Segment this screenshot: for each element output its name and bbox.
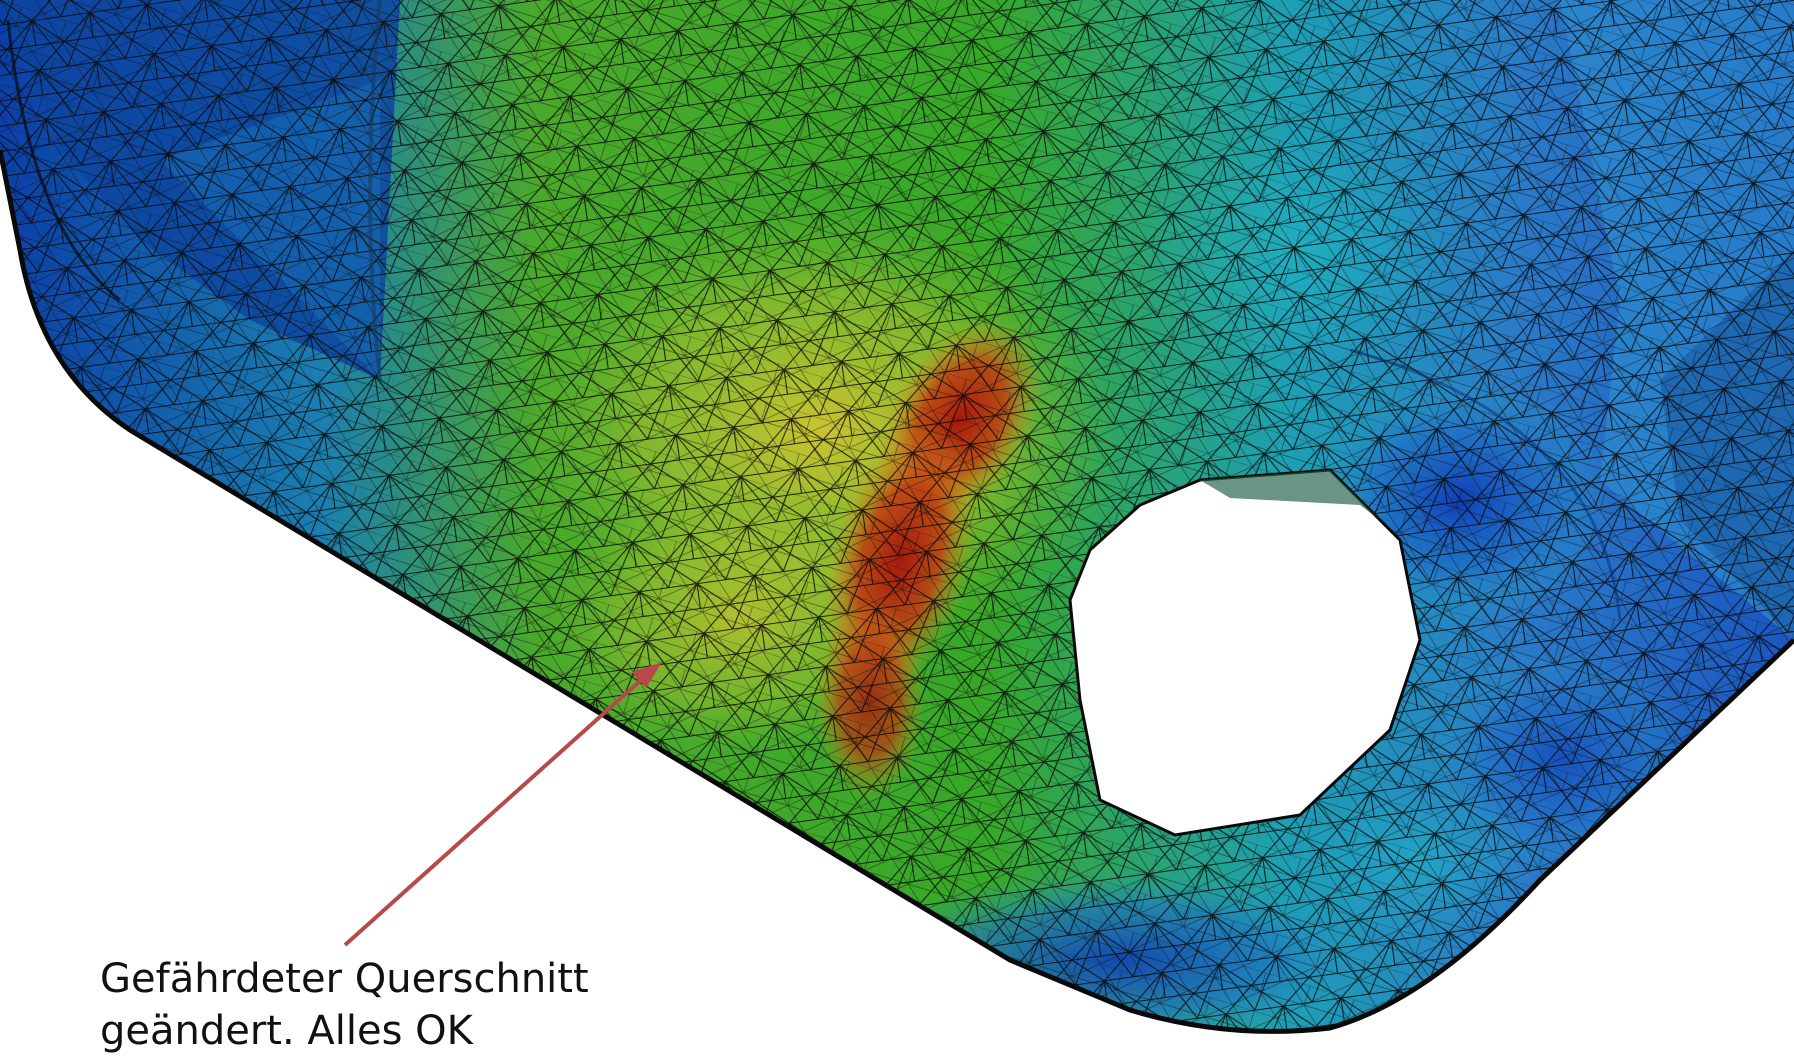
annotation-arrow (343, 662, 662, 947)
part-outline (0, 149, 1794, 1034)
annotation-line-2: geändert. Alles OK (100, 1008, 473, 1054)
fem-stress-plot (0, 0, 1794, 1034)
annotation-line-1: Gefährdeter Querschnitt (100, 956, 589, 1002)
bolt-hole (1068, 468, 1422, 837)
annotation-label: Gefährdeter Querschnitt geändert. Alles … (100, 953, 589, 1057)
part-body (0, 0, 1794, 1032)
